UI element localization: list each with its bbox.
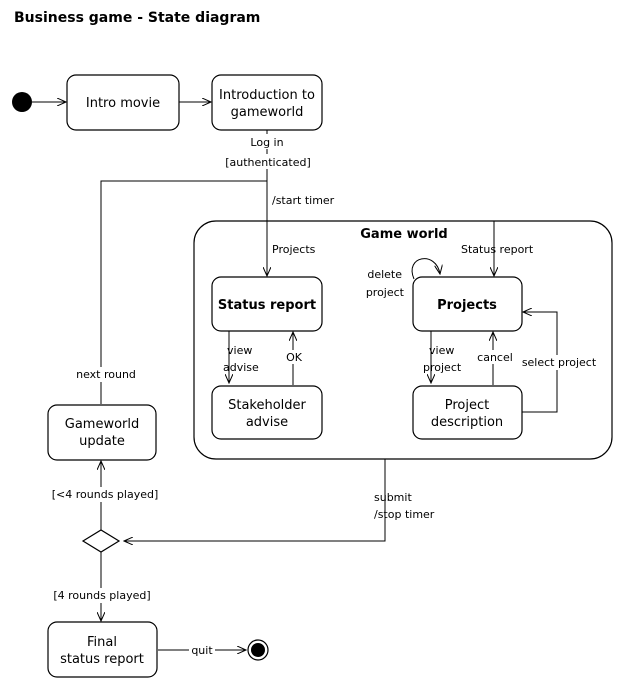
delete-project-label-line1: delete <box>367 268 402 281</box>
four-rounds-guard-label: [4 rounds played] <box>53 589 150 602</box>
initial-state <box>12 92 32 112</box>
game-world-label: Game world <box>360 227 447 242</box>
introduction-label-line2: gameworld <box>231 105 304 120</box>
decision-diamond <box>81 529 121 553</box>
select-project-label: select project <box>522 356 597 369</box>
log-in-label: Log in <box>250 136 283 149</box>
introduction-label-line1: Introduction to <box>219 88 315 103</box>
intro-movie-label: Intro movie <box>86 96 160 111</box>
stakeholder-advise-line1: Stakeholder <box>228 398 306 413</box>
final-status-report-line2: status report <box>60 652 144 667</box>
delete-project-label-line2: project <box>366 286 405 299</box>
projects-label: Projects <box>437 298 497 313</box>
state-stakeholder-advise: Stakeholder advise <box>211 385 323 440</box>
status-report-label: Status report <box>218 298 316 313</box>
status-report-transition-label: Status report <box>461 243 534 256</box>
quit-label: quit <box>191 644 213 657</box>
less-than-4-rounds-guard-label: [<4 rounds played] <box>52 488 159 501</box>
stakeholder-advise-line2: advise <box>246 415 288 430</box>
diagram-title: Business game - State diagram <box>14 10 260 26</box>
state-project-description: Project description <box>412 385 523 440</box>
view-project-label-line1: view <box>429 344 454 357</box>
submit-label-line1: submit <box>374 491 412 504</box>
gameworld-update-line1: Gameworld <box>65 417 140 432</box>
final-status-report-line1: Final <box>87 635 117 650</box>
next-round-label: next round <box>76 368 136 381</box>
state-projects: Projects <box>412 276 523 332</box>
state-final-status-report: Final status report <box>47 621 158 678</box>
final-state <box>247 639 269 661</box>
cancel-label: cancel <box>477 351 513 364</box>
authenticated-guard-label: [authenticated] <box>225 156 311 169</box>
state-introduction-to-gameworld: Introduction to gameworld <box>211 74 323 131</box>
view-advise-label-line1: view <box>227 344 252 357</box>
state-status-report: Status report <box>211 276 323 332</box>
view-advise-label-line2: advise <box>223 361 259 374</box>
ok-label: OK <box>286 351 303 364</box>
state-gameworld-update: Gameworld update <box>47 404 157 461</box>
project-description-line1: Project <box>445 398 489 413</box>
state-intro-movie: Intro movie <box>66 74 180 131</box>
view-project-label-line2: project <box>423 361 462 374</box>
gameworld-update-line2: update <box>79 434 125 449</box>
start-timer-label: /start timer <box>272 194 335 207</box>
stop-timer-label-line2: /stop timer <box>374 508 435 521</box>
projects-transition-label: Projects <box>272 243 316 256</box>
project-description-line2: description <box>431 415 503 430</box>
